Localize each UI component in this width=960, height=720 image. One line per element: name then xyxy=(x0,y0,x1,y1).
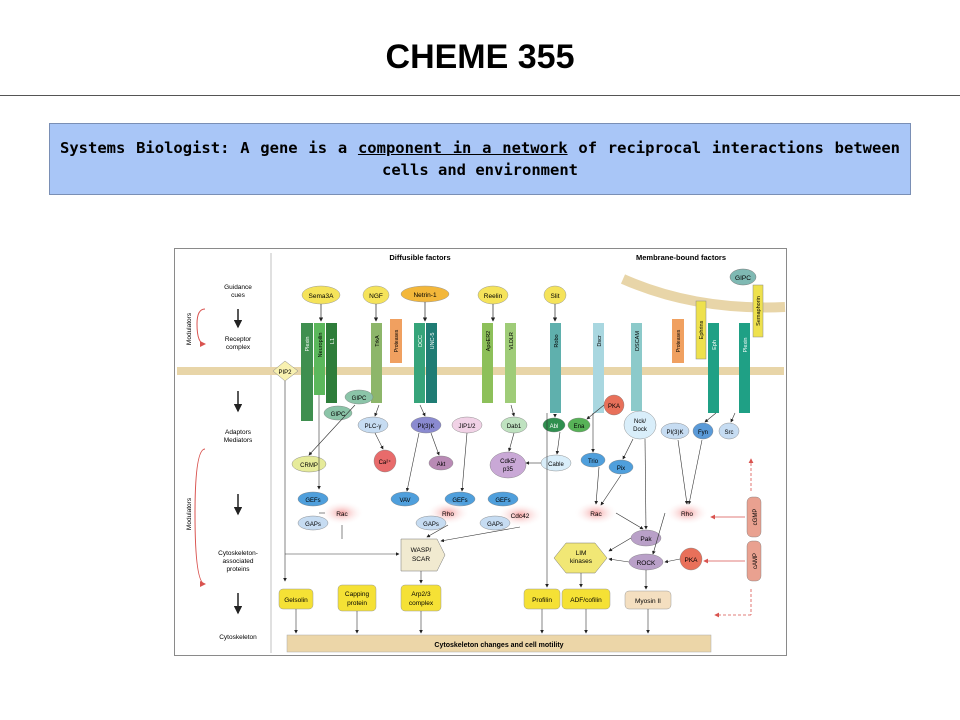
receptor-neuropilin: Neuropilin xyxy=(318,333,324,358)
node-rac-2: Rac xyxy=(590,511,602,518)
node-nck: Nck/ xyxy=(634,419,646,425)
label-cytoprot-2: associated xyxy=(222,558,253,565)
node-profilin: Profilin xyxy=(532,597,552,604)
receptor-proteases-2: Proteases xyxy=(676,329,682,352)
quote-prefix: Systems Biologist: A gene is a xyxy=(60,138,358,157)
label-adaptors-1: Adaptors xyxy=(225,429,252,436)
ligand-reelin: Reelin xyxy=(484,293,503,300)
quote-suffix: of reciprocal interactions between cells… xyxy=(382,138,900,179)
node-arp-2: complex xyxy=(409,600,434,607)
node-pak: Pak xyxy=(640,536,652,543)
receptor-proteases-1: Proteases xyxy=(394,329,400,352)
receptor-apoer2: ApoER2 xyxy=(486,331,492,352)
node-myosin: Myosin II xyxy=(635,598,661,605)
header-membrane: Membrane-bound factors xyxy=(636,253,726,262)
node-akt: Akt xyxy=(437,462,446,468)
ligand-semaphorin: Semaphorin xyxy=(756,296,762,326)
label-receptor-1: Receptor xyxy=(225,336,252,343)
node-capping-1: Capping xyxy=(345,591,370,598)
node-cdc42: Cdc42 xyxy=(511,513,530,520)
label-adaptors-2: Mediators xyxy=(224,437,253,444)
label-guidance-2: cues xyxy=(231,292,245,299)
node-pka-1: PKA xyxy=(608,404,620,410)
node-lim-2: kinases xyxy=(570,558,593,565)
node-gipc-1: GIPC xyxy=(352,396,367,402)
bottom-bar-label: Cytoskeleton changes and cell motility xyxy=(434,642,563,649)
node-rock: ROCK xyxy=(637,560,656,567)
quote-box: Systems Biologist: A gene is a component… xyxy=(49,123,911,195)
label-cytoprot-1: Cytoskeleton- xyxy=(218,550,258,557)
node-capping-2: protein xyxy=(347,600,367,607)
label-receptor-2: complex xyxy=(226,344,251,351)
node-gefs-2: GEFs xyxy=(452,498,467,504)
receptor-dscr: Dscr xyxy=(597,335,603,346)
node-jip: JIP1/2 xyxy=(458,424,476,430)
node-gefs-1: GEFs xyxy=(305,498,320,504)
node-pka-2: PKA xyxy=(684,557,698,564)
receptor-vldlr: VLDLR xyxy=(509,332,515,350)
quote-text: Systems Biologist: A gene is a component… xyxy=(60,137,900,182)
label-modulators-1: Modulators xyxy=(186,312,193,345)
title-divider xyxy=(0,95,960,96)
node-crmp: CRMP xyxy=(300,463,318,469)
node-gaps-3: GAPs xyxy=(487,522,503,528)
node-calcium: Ca²⁺ xyxy=(379,459,392,466)
node-pip2: PIP2 xyxy=(278,370,292,376)
node-pix: Pix xyxy=(617,466,625,472)
node-arp-1: Arp2/3 xyxy=(411,591,431,598)
node-plc-gamma: PLC-γ xyxy=(365,424,382,430)
node-rho-2: Rho xyxy=(681,511,693,518)
ligand-sema3a: Sema3A xyxy=(309,293,335,300)
node-gefs-3: GEFs xyxy=(495,498,510,504)
ligand-gipc-top: GIPC xyxy=(735,275,751,282)
node-lim-1: LIM xyxy=(576,550,587,557)
ligand-netrin: Netrin-1 xyxy=(413,292,437,299)
ligand-slit: Slit xyxy=(550,293,559,300)
node-p35: p35 xyxy=(503,467,514,473)
node-abl: Abl xyxy=(550,424,559,430)
node-gaps-2: GAPs xyxy=(423,522,439,528)
receptor-eph: Eph xyxy=(712,340,718,350)
node-cgmp: cGMP xyxy=(753,509,759,526)
receptor-plexin: Plexin xyxy=(305,337,311,352)
node-cdk5: Cdk5/ xyxy=(500,459,516,465)
signaling-diagram: Diffusible factors Membrane-bound factor… xyxy=(174,248,787,656)
node-gaps-1: GAPs xyxy=(305,522,321,528)
node-dock: Dock xyxy=(633,427,648,433)
node-gipc-2: GIPC xyxy=(331,412,346,418)
label-modulators-2: Modulators xyxy=(186,497,193,530)
node-trio: Trio xyxy=(588,459,599,465)
node-src: Src xyxy=(725,430,734,436)
receptor-dscam: DSCAM xyxy=(635,331,641,351)
node-pi3k: PI(3)K xyxy=(417,424,434,430)
header-diffusible: Diffusible factors xyxy=(389,253,450,262)
ligand-ephrins: Ephrins xyxy=(699,320,705,339)
ligand-ngf: NGF xyxy=(369,293,383,300)
receptor-dcc: DCC xyxy=(418,335,424,347)
node-rac-1: Rac xyxy=(336,511,348,518)
node-gelsolin: Gelsolin xyxy=(284,597,308,604)
quote-underlined: component in a network xyxy=(357,138,568,157)
node-pi3k-2: PI(3)K xyxy=(666,430,683,436)
receptor-l1: L1 xyxy=(330,338,336,344)
label-cytoskeleton: Cytoskeleton xyxy=(219,634,257,641)
node-wasp: WASP/ xyxy=(411,547,432,554)
node-cable: Cable xyxy=(548,462,564,468)
slide-title: CHEME 355 xyxy=(385,38,575,76)
node-rho-1: Rho xyxy=(442,511,454,518)
receptor-robo: Robo xyxy=(554,334,560,347)
node-dab1: Dab1 xyxy=(507,424,522,430)
node-vav: VAV xyxy=(399,498,410,504)
receptor-plexin-2: Plexin xyxy=(743,338,749,353)
label-cytoprot-3: proteins xyxy=(226,566,250,573)
node-camp: cAMP xyxy=(753,553,759,569)
label-guidance-1: Guidance xyxy=(224,284,252,291)
receptor-trka: TrkA xyxy=(375,335,381,347)
signaling-diagram-svg: Diffusible factors Membrane-bound factor… xyxy=(177,253,786,653)
node-ena: Ena xyxy=(574,424,585,430)
receptor-unc5: UNC-5 xyxy=(430,333,436,350)
node-scar: SCAR xyxy=(412,556,430,563)
node-fyn: Fyn xyxy=(698,430,708,436)
node-adf-cofilin: ADF/cofilin xyxy=(570,597,602,604)
